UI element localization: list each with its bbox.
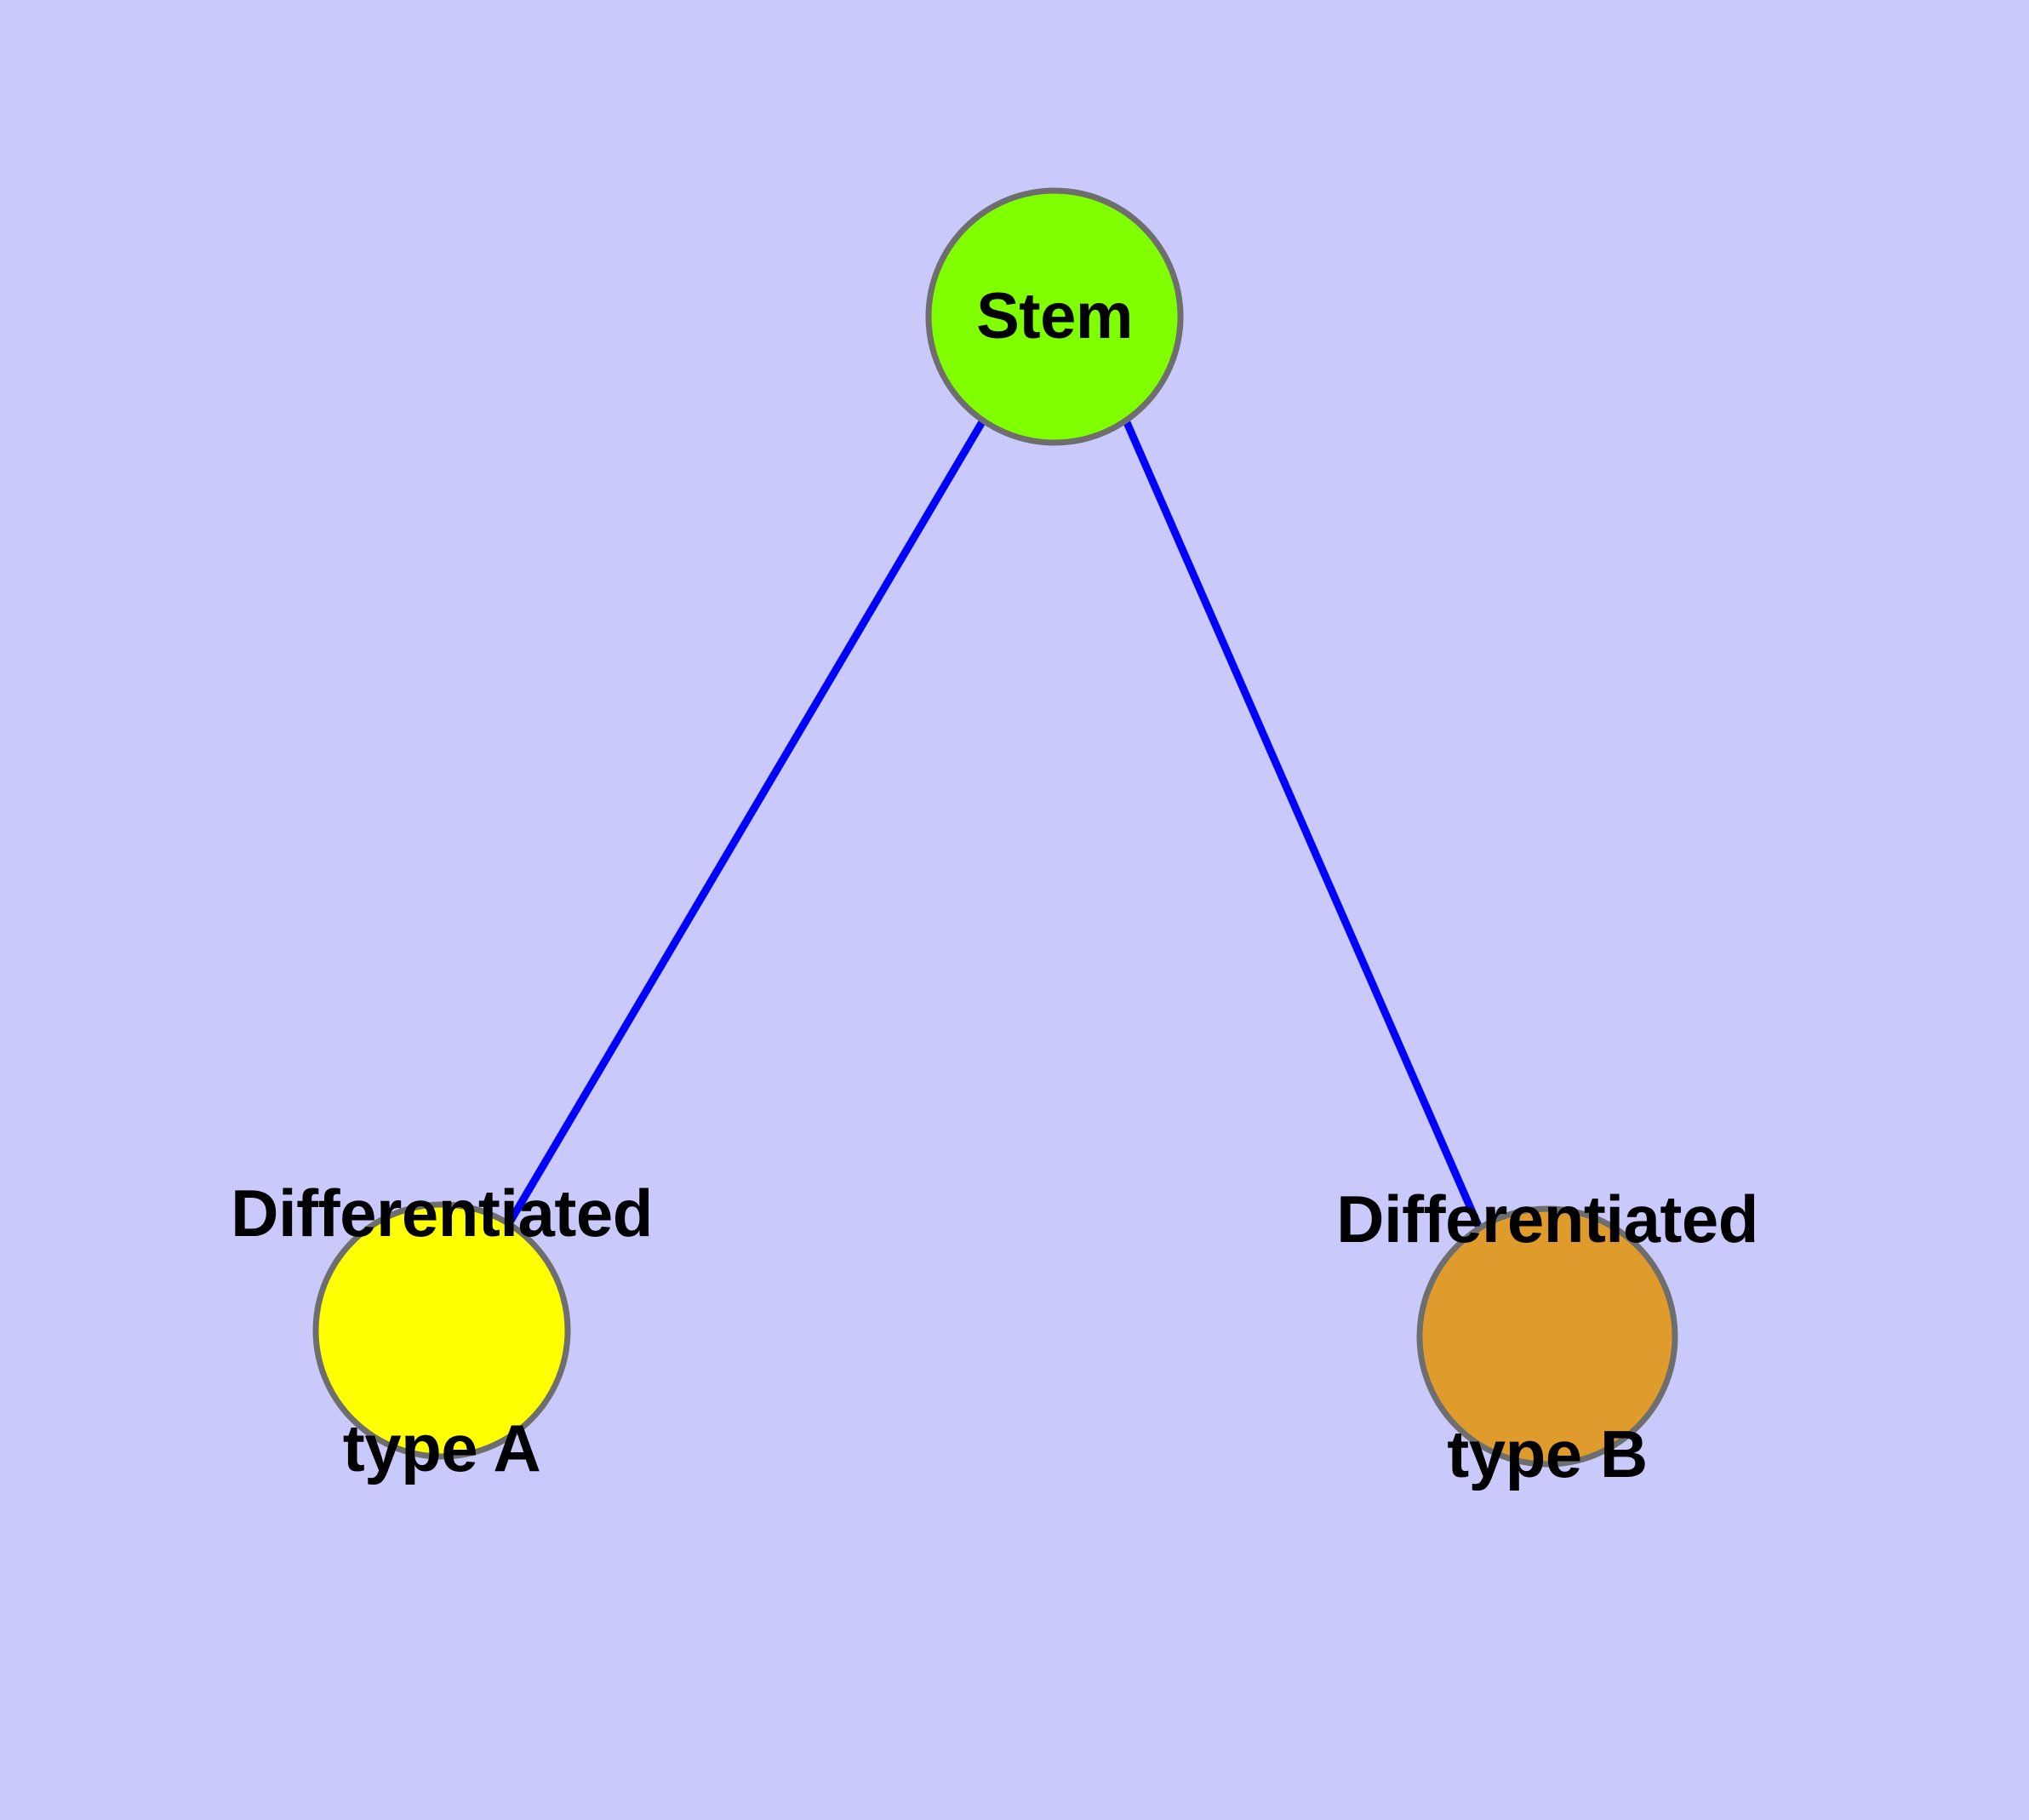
nodes-layer: [312, 187, 1678, 1468]
edge-stem-to-differentiated-type-b[interactable]: [1122, 419, 1483, 1228]
node-differentiated-type-b[interactable]: [1416, 1205, 1678, 1468]
edges-layer: [507, 418, 1483, 1228]
edge-stem-to-differentiated-type-a[interactable]: [507, 418, 986, 1223]
node-differentiated-type-a[interactable]: [312, 1201, 571, 1460]
node-stem[interactable]: [925, 187, 1184, 446]
